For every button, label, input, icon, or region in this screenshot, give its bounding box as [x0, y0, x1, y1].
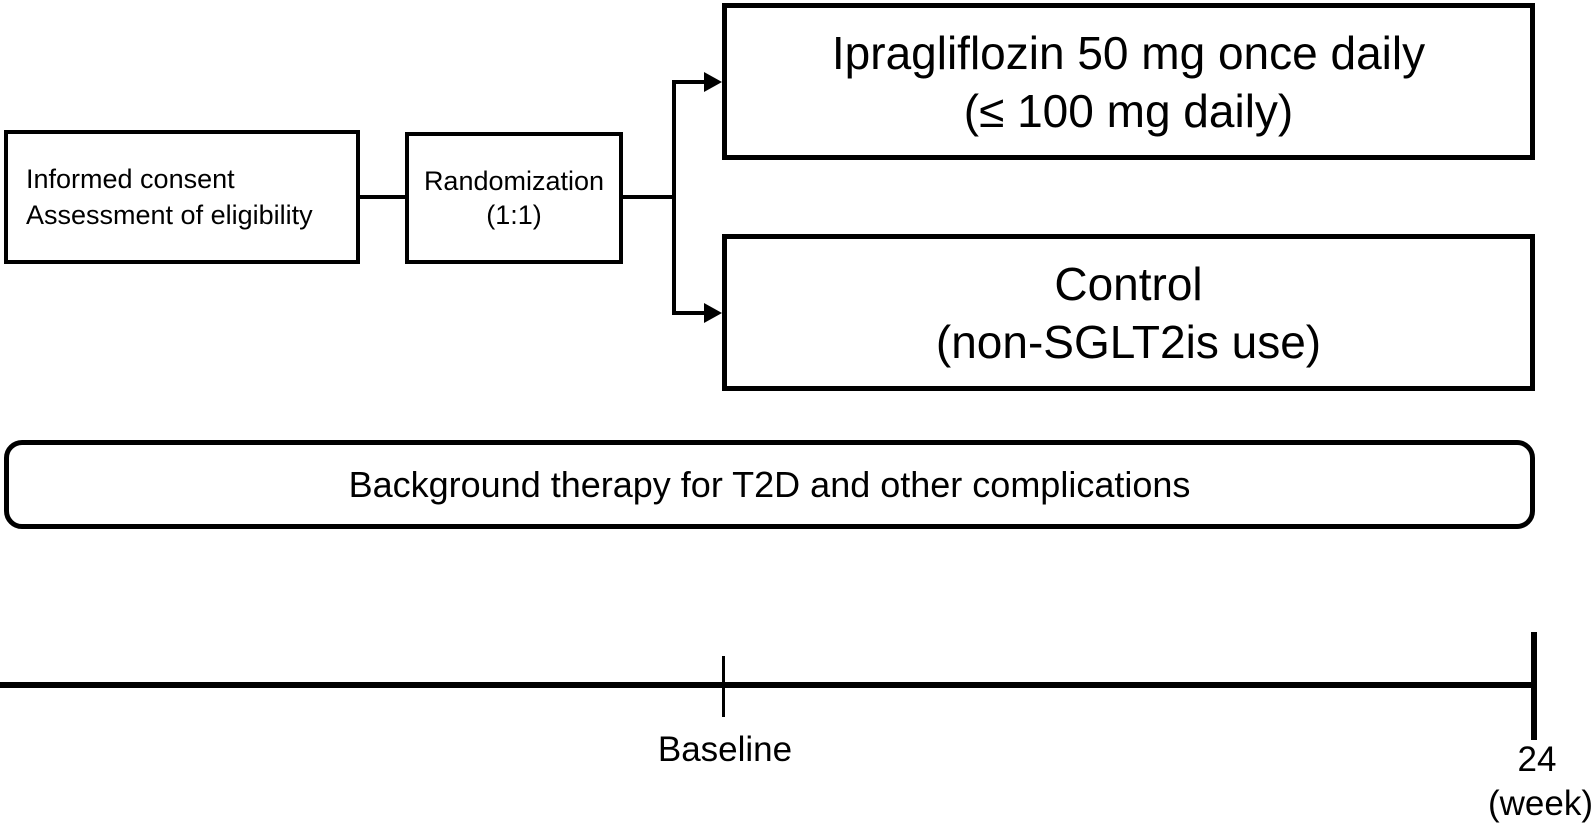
- baseline-label: Baseline: [657, 730, 793, 769]
- arrow-right-icon: [704, 72, 722, 92]
- control-arm-box: Control (non-SGLT2is use): [722, 234, 1535, 391]
- control-line-1: Control: [1054, 257, 1203, 310]
- background-therapy-box: Background therapy for T2D and other com…: [4, 440, 1535, 529]
- week-unit-label: (week): [1487, 784, 1593, 823]
- randomization-ratio: (1:1): [486, 200, 542, 230]
- branch-line-to-intervention: [672, 80, 706, 84]
- randomization-line-1: Randomization: [423, 166, 605, 196]
- timeline-axis: [0, 682, 1537, 688]
- randomization-box: Randomization (1:1): [405, 132, 623, 264]
- connector-eligibility-to-randomization: [358, 195, 405, 199]
- intervention-line-1: Ipragliflozin 50 mg once daily: [831, 26, 1426, 79]
- branch-line-to-control: [672, 311, 706, 315]
- eligibility-box: Informed consent Assessment of eligibili…: [4, 130, 360, 264]
- branch-vertical-line: [672, 80, 676, 315]
- baseline-tick: [722, 656, 725, 717]
- connector-randomization-to-branch: [621, 195, 676, 199]
- intervention-arm-box: Ipragliflozin 50 mg once daily (≤ 100 mg…: [722, 3, 1535, 160]
- intervention-line-2: (≤ 100 mg daily): [963, 84, 1294, 137]
- control-line-2: (non-SGLT2is use): [935, 315, 1322, 368]
- eligibility-line-2: Assessment of eligibility: [26, 200, 313, 230]
- eligibility-line-1: Informed consent: [26, 164, 235, 194]
- arrow-right-icon: [704, 303, 722, 323]
- background-therapy-label: Background therapy for T2D and other com…: [348, 463, 1191, 505]
- week-24-label: 24: [1517, 740, 1557, 779]
- week-24-tick: [1531, 632, 1537, 740]
